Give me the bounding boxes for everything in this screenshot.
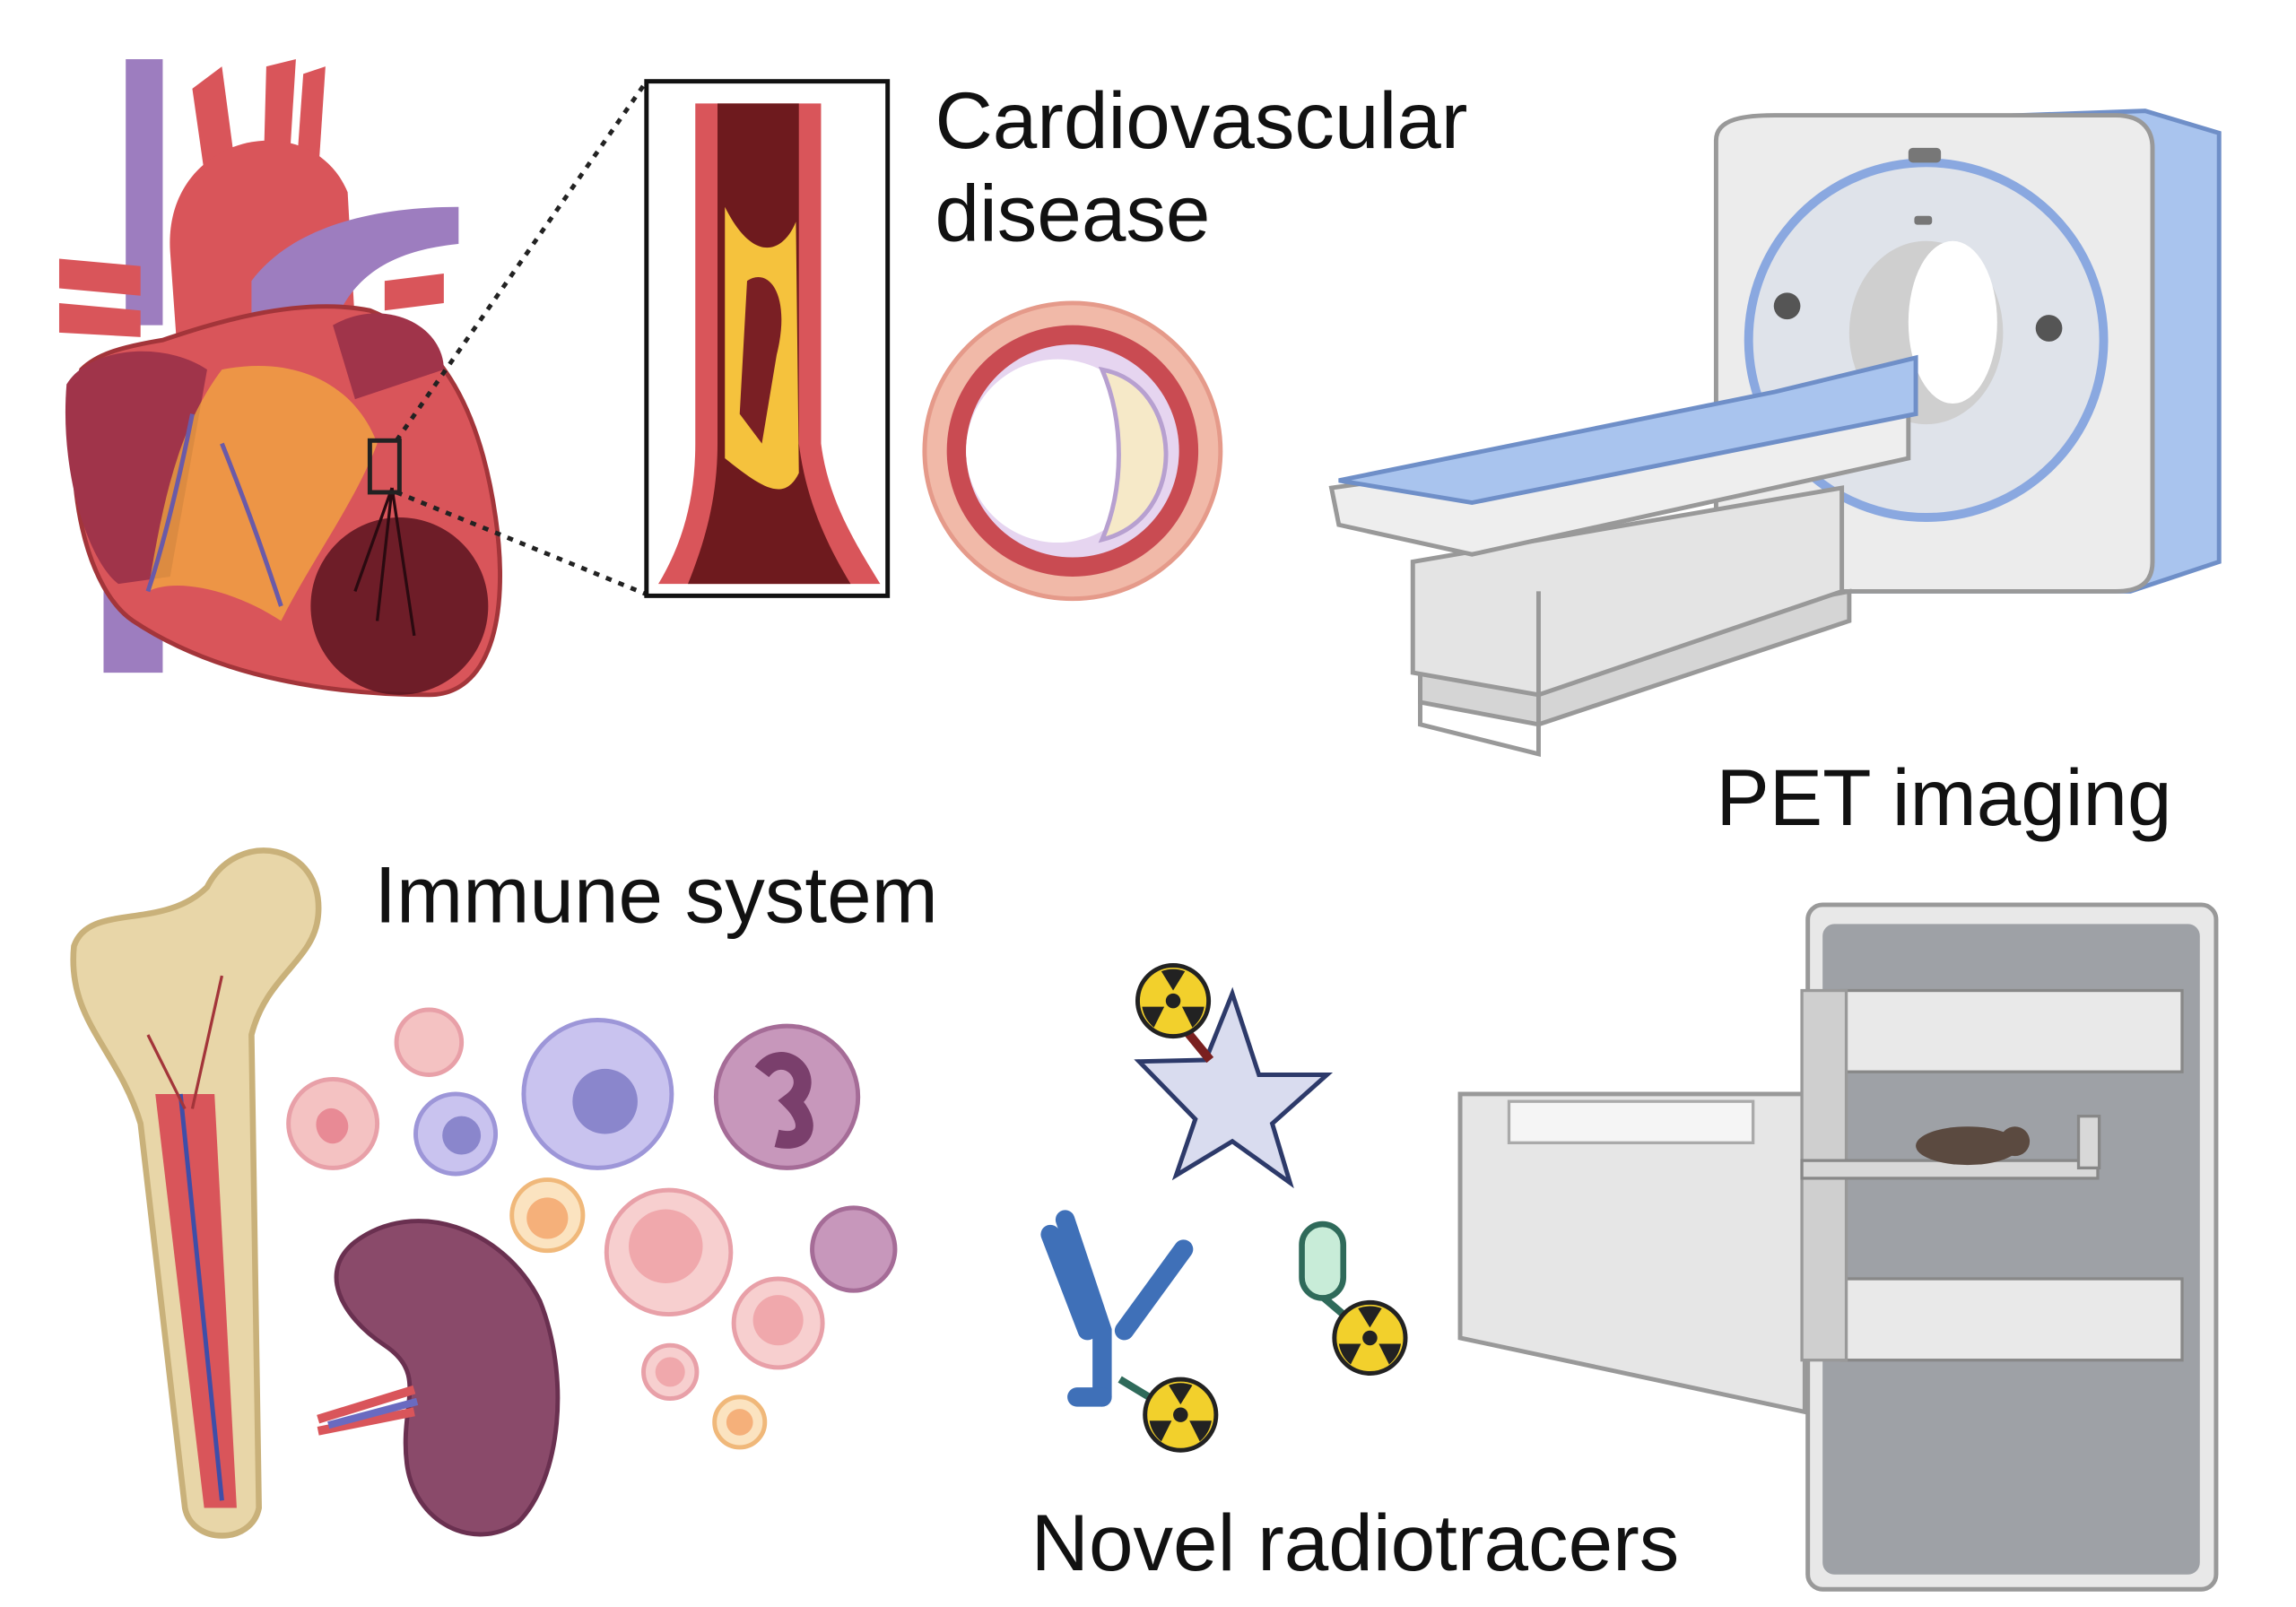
immune-system-label: Immune system — [374, 850, 937, 940]
cardiovascular-disease-label-line2: disease — [935, 169, 1210, 258]
heart-illustration — [58, 58, 648, 698]
radiation-icon — [1145, 1379, 1216, 1450]
pet-scanner-illustration — [1328, 109, 2222, 757]
novel-radiotracers-label: Novel radiotracers — [1031, 1498, 1680, 1587]
cardiovascular-disease-label-line1: Cardiovascular — [935, 75, 1467, 165]
artery-cross-section — [922, 300, 1223, 602]
pet-imaging-label: PET imaging — [1716, 752, 2171, 842]
radiation-icon — [1335, 1302, 1405, 1373]
small-animal-pet-scanner-illustration — [1457, 902, 2219, 1592]
femur-bone-illustration — [70, 847, 322, 1539]
radiotracers-illustration — [1040, 966, 1405, 1451]
radiation-icon — [1137, 966, 1208, 1037]
immune-cells-illustration — [286, 1007, 898, 1450]
artery-plaque-inset — [644, 79, 891, 598]
spleen-illustration — [317, 1219, 561, 1537]
